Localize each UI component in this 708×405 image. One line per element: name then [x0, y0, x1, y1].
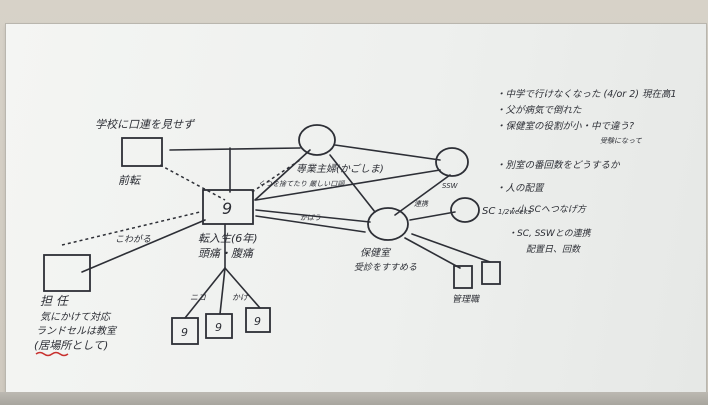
sibling-label-right: かけ [232, 293, 249, 302]
note-line-9: 配置日、回数 [526, 244, 581, 255]
admin-label: 管理職 [452, 294, 480, 305]
note-line-4: 受験になって [600, 137, 643, 145]
sibling-box-3 [245, 307, 271, 333]
note-line-7: ・小 SCへつなげ方 [508, 204, 587, 215]
mother-circle [298, 124, 336, 156]
mother-edge-label: くつを捨てたり 厳しい口調 [258, 180, 345, 188]
homeroom-label-2: 気にかけて対応 [40, 311, 112, 323]
line-student-to-mother-dashed [251, 159, 301, 193]
line-nurse-to-admin-2 [411, 233, 491, 263]
sibling-symbol-1: 9 [181, 326, 188, 339]
whiteboard [6, 24, 706, 392]
sibling-box-1 [171, 317, 199, 345]
red-underline [35, 351, 69, 357]
transfer-school-box [121, 137, 163, 167]
ssw-label: SSW [442, 182, 459, 190]
line-school-to-student [169, 147, 301, 151]
line-mother-to-ssw [334, 144, 441, 161]
transfer-school-label: 前転 [118, 174, 142, 187]
nurse-edge-label: かばう [300, 214, 321, 222]
sc-frequency: 1/2weeks [498, 208, 532, 216]
homeroom-teacher-box [43, 254, 91, 292]
line-teacher-to-student [81, 219, 206, 273]
line-sibling-mid [219, 267, 226, 315]
nurse-room-label-2: 受診をすすめる [354, 262, 417, 273]
note-line-5: ・別室の番回数をどうするか [496, 159, 620, 171]
line-school-to-student-dashed [159, 164, 226, 201]
student-symbol: 9 [222, 199, 232, 218]
ssw-circle [435, 147, 469, 177]
admin-box-2 [481, 261, 501, 285]
marker-tray [0, 392, 708, 405]
line-nurse-to-ssw [394, 174, 451, 216]
line-student-to-mother [254, 149, 311, 201]
line-student-to-nurse [255, 209, 371, 223]
note-line-6: ・人の配置 [496, 183, 545, 194]
top-left-note: 学校に口連を見せず [95, 118, 196, 131]
sibling-label-left: ニコ [190, 293, 207, 302]
sibling-symbol-3: 9 [254, 315, 261, 328]
homeroom-label-3: ランドセルは教室 [36, 325, 118, 337]
note-line-3: ・保健室の役割が小・中で違う? [496, 120, 634, 132]
student-label-2: 頭痛・腹痛 [198, 247, 255, 260]
note-line-1: ・中学で行けなくなった (4/or 2) 現在高1 [496, 88, 677, 100]
sibling-box-2 [205, 313, 233, 339]
sibling-symbol-2: 9 [215, 321, 222, 334]
note-line-2: ・父が病気で倒れた [496, 104, 582, 116]
line-student-to-ssw [255, 169, 441, 201]
line-student-to-nurse-2 [255, 215, 366, 233]
student-label-1: 転入生(6年) [198, 232, 258, 245]
mother-label: 専業主婦(かごしま) [296, 163, 384, 175]
nurse-room-circle [367, 207, 409, 241]
homeroom-edge-label: こわがる [115, 234, 151, 245]
line-sibling-right [224, 267, 261, 309]
line-nurse-to-admin-1 [404, 237, 461, 269]
line-sibling-left [184, 267, 226, 319]
sc-label: SC [482, 206, 495, 217]
note-line-8: ・SC, SSWとの連携 [508, 228, 592, 239]
homeroom-label-1: 担 任 [40, 294, 70, 308]
nurse-room-label-1: 保健室 [360, 247, 392, 259]
sc-circle [450, 197, 480, 223]
student-box [202, 189, 254, 225]
cooperation-label: 連携 [414, 200, 429, 208]
homeroom-label-4: (居場所として) [34, 339, 108, 352]
admin-box-1 [453, 265, 473, 289]
line-nurse-to-sc [409, 211, 456, 221]
